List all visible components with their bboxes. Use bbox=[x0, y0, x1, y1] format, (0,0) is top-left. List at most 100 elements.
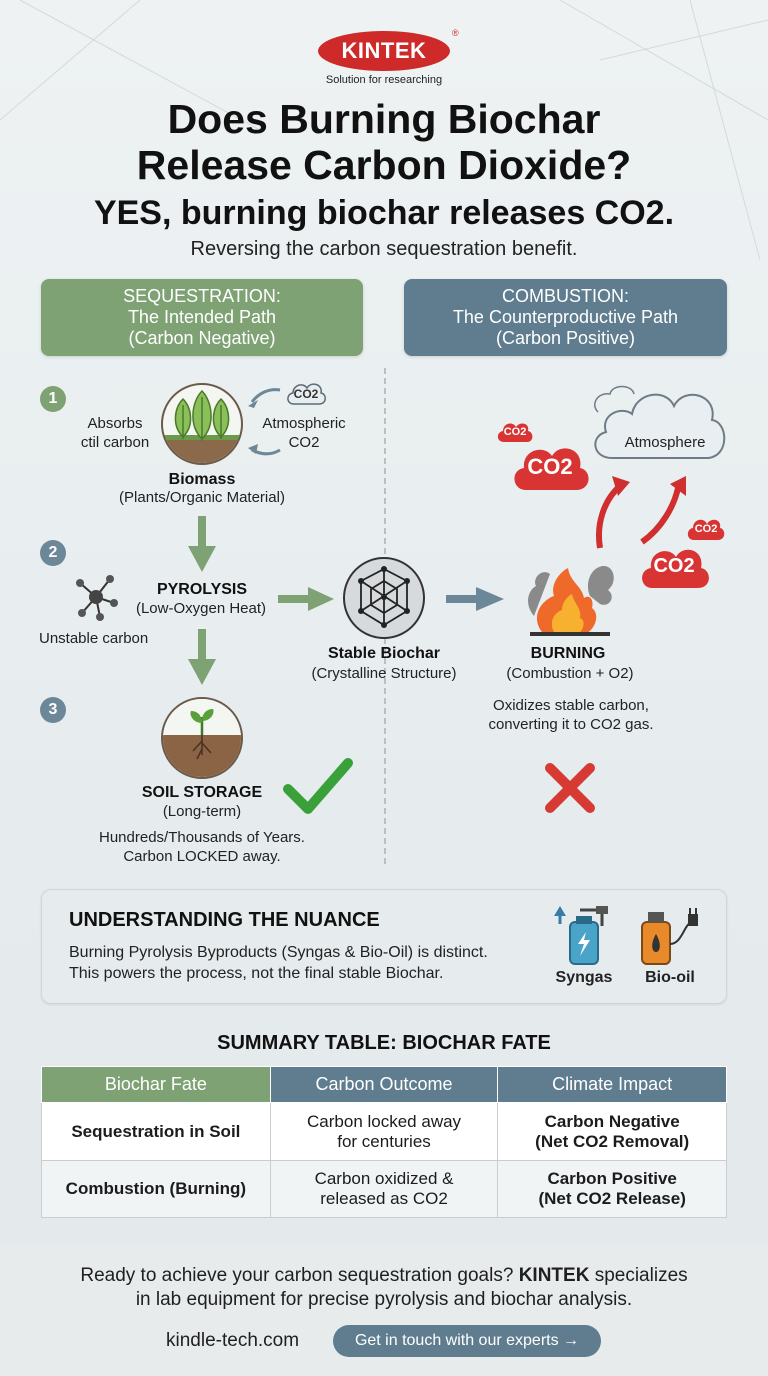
contact-experts-button[interactable]: Get in touch with our experts → bbox=[333, 1325, 601, 1357]
table-cell-impact-line2: (Net CO2 Release) bbox=[538, 1189, 686, 1208]
bio-oil-icon bbox=[636, 904, 704, 966]
unstable-carbon-label: Unstable carbon bbox=[39, 630, 149, 647]
burning-note-line1: Oxidizes stable carbon, bbox=[493, 697, 649, 714]
syngas-label: Syngas bbox=[555, 969, 613, 986]
arrow-down-1 bbox=[188, 516, 216, 572]
table-cell-outcome-line1: Carbon oxidized & bbox=[314, 1169, 454, 1188]
summary-table-title: SUMMARY TABLE: BIOCHAR FATE bbox=[217, 1032, 551, 1054]
footer-text-line1: Ready to achieve your carbon sequestrati… bbox=[0, 1264, 768, 1288]
step-3-badge: 3 bbox=[40, 697, 66, 723]
atmospheric-label-line2: CO2 bbox=[288, 434, 320, 451]
sequestration-heading: SEQUESTRATION: The Intended Path (Carbon… bbox=[41, 279, 363, 356]
footer-text-after: specializes bbox=[594, 1265, 688, 1286]
nuance-text-line2: This powers the process, not the final s… bbox=[69, 965, 444, 982]
burning-note: Oxidizes stable carbon, converting it to… bbox=[466, 696, 676, 734]
sequestration-heading-line2: The Intended Path bbox=[127, 307, 277, 327]
table-row: Sequestration in Soil Carbon locked away… bbox=[41, 1102, 727, 1161]
background-lines bbox=[0, 0, 768, 261]
footer-url-link[interactable]: kindle-tech.com bbox=[166, 1330, 300, 1351]
check-icon bbox=[283, 758, 353, 814]
co2-rising-arrows bbox=[596, 476, 686, 549]
table-cell-outcome-line2: released as CO2 bbox=[320, 1189, 448, 1208]
table-header-fate: Biochar Fate bbox=[41, 1066, 271, 1103]
table-cell-fate: Combustion (Burning) bbox=[41, 1160, 271, 1218]
table-header-impact: Climate Impact bbox=[497, 1066, 727, 1103]
nuance-panel bbox=[41, 889, 727, 1004]
co2-label-4: CO2 bbox=[694, 523, 718, 535]
atmosphere-label: Atmosphere bbox=[624, 434, 706, 451]
atmosphere-cloud-icon bbox=[594, 385, 726, 459]
pyrolysis-subtitle: (Low-Oxygen Heat) bbox=[135, 600, 267, 617]
arrow-right-2 bbox=[446, 587, 504, 611]
biomass-tree-icon bbox=[161, 383, 243, 465]
page-title: Does Burning Biochar Release Carbon Diox… bbox=[0, 96, 768, 188]
table-cell-impact-line2: (Net CO2 Removal) bbox=[535, 1131, 690, 1151]
kintek-logo[interactable]: KINTEK bbox=[318, 31, 450, 71]
co2-cloud-large-1: CO2 bbox=[510, 438, 590, 494]
combustion-heading-line3: (Carbon Positive) bbox=[495, 328, 636, 348]
atmospheric-co2-bubble-label: CO2 bbox=[293, 387, 319, 401]
footer-text-before: Ready to achieve your carbon sequestrati… bbox=[80, 1265, 514, 1286]
absorbs-label: Absorbs ctil carbon bbox=[70, 414, 160, 452]
table-cell-outcome-line2: for centuries bbox=[337, 1131, 431, 1151]
co2-cloud-small-1: CO2 bbox=[496, 420, 534, 444]
co2-label-3: CO2 bbox=[653, 555, 695, 577]
stable-biochar-subtitle: (Crystalline Structure) bbox=[311, 665, 457, 682]
step-1-badge: 1 bbox=[40, 386, 66, 412]
sequestration-heading-line3: (Carbon Negative) bbox=[128, 328, 276, 348]
footer-brand: KINTEK bbox=[518, 1265, 590, 1286]
subtitle: Reversing the carbon sequestration benef… bbox=[190, 238, 578, 260]
burning-note-line2: converting it to CO2 gas. bbox=[488, 716, 654, 733]
table-cell-outcome: Carbon oxidized & released as CO2 bbox=[269, 1160, 499, 1218]
co2-cloud-large-2: CO2 bbox=[638, 540, 710, 592]
table-cell-impact-line1: Carbon Negative bbox=[544, 1111, 680, 1131]
table-header-outcome: Carbon Outcome bbox=[269, 1066, 499, 1103]
stable-biochar-lattice-icon bbox=[343, 557, 425, 639]
nuance-title: UNDERSTANDING THE NUANCE bbox=[69, 909, 380, 931]
atmospheric-co2-cloud-icon: CO2 bbox=[284, 378, 328, 408]
stable-biochar-title: Stable Biochar bbox=[327, 645, 441, 662]
combustion-heading-line2: The Counterproductive Path bbox=[452, 307, 679, 327]
soil-storage-note-line2: Carbon LOCKED away. bbox=[123, 848, 281, 865]
cross-icon bbox=[545, 763, 595, 813]
biomass-subtitle: (Plants/Organic Material) bbox=[119, 489, 285, 506]
co2-label-2: CO2 bbox=[527, 454, 573, 479]
footer-text: Ready to achieve your carbon sequestrati… bbox=[0, 1264, 768, 1312]
brand-tagline: Solution for researching bbox=[325, 74, 443, 86]
burning-subtitle: (Combustion + O2) bbox=[506, 665, 634, 682]
step-2-badge: 2 bbox=[40, 540, 66, 566]
answer-headline: YES, burning biochar releases CO2. bbox=[93, 194, 675, 232]
footer-text-line2: in lab equipment for precise pyrolysis a… bbox=[135, 1289, 633, 1310]
table-cell-impact-line1: Carbon Positive bbox=[547, 1169, 677, 1188]
syngas-icon bbox=[552, 904, 610, 966]
burning-title: BURNING bbox=[530, 645, 606, 662]
table-cell-outcome-line1: Carbon locked away bbox=[307, 1111, 462, 1131]
table-cell-outcome: Carbon locked away for centuries bbox=[269, 1102, 499, 1161]
nuance-text-line1: Burning Pyrolysis Byproducts (Syngas & B… bbox=[69, 944, 488, 961]
co2-cloud-small-2: CO2 bbox=[686, 516, 726, 542]
unstable-carbon-molecule-icon bbox=[72, 573, 120, 623]
soil-storage-subtitle: (Long-term) bbox=[162, 803, 242, 820]
table-row: Combustion (Burning) Carbon oxidized & r… bbox=[41, 1160, 727, 1218]
page-title-text: Does Burning Biochar Release Carbon Diox… bbox=[136, 96, 632, 188]
soil-sprout-icon bbox=[161, 697, 243, 779]
registered-mark: ® bbox=[452, 28, 459, 38]
arrow-down-2 bbox=[188, 629, 216, 685]
table-cell-impact: Carbon Negative (Net CO2 Removal) bbox=[497, 1102, 727, 1161]
soil-storage-title: SOIL STORAGE bbox=[141, 784, 263, 801]
fire-icon bbox=[520, 556, 620, 638]
summary-table: Biochar Fate Carbon Outcome Climate Impa… bbox=[41, 1066, 727, 1218]
table-cell-impact: Carbon Positive (Net CO2 Release) bbox=[497, 1160, 727, 1218]
atmospheric-label-line1: Atmospheric bbox=[262, 415, 346, 432]
absorbs-label-line2: ctil carbon bbox=[80, 434, 150, 451]
pyrolysis-title: PYROLYSIS bbox=[156, 581, 248, 598]
table-cell-fate: Sequestration in Soil bbox=[41, 1102, 271, 1161]
arrow-right-1 bbox=[278, 587, 334, 611]
soil-storage-note: Hundreds/Thousands of Years. Carbon LOCK… bbox=[72, 828, 332, 866]
combustion-heading: COMBUSTION: The Counterproductive Path (… bbox=[404, 279, 727, 356]
combustion-heading-line1: COMBUSTION: bbox=[501, 286, 629, 306]
co2-cycle-arrows bbox=[248, 388, 281, 456]
atmospheric-label: Atmospheric CO2 bbox=[252, 414, 356, 452]
co2-label-1: CO2 bbox=[503, 426, 527, 438]
biomass-title: Biomass bbox=[168, 471, 236, 488]
